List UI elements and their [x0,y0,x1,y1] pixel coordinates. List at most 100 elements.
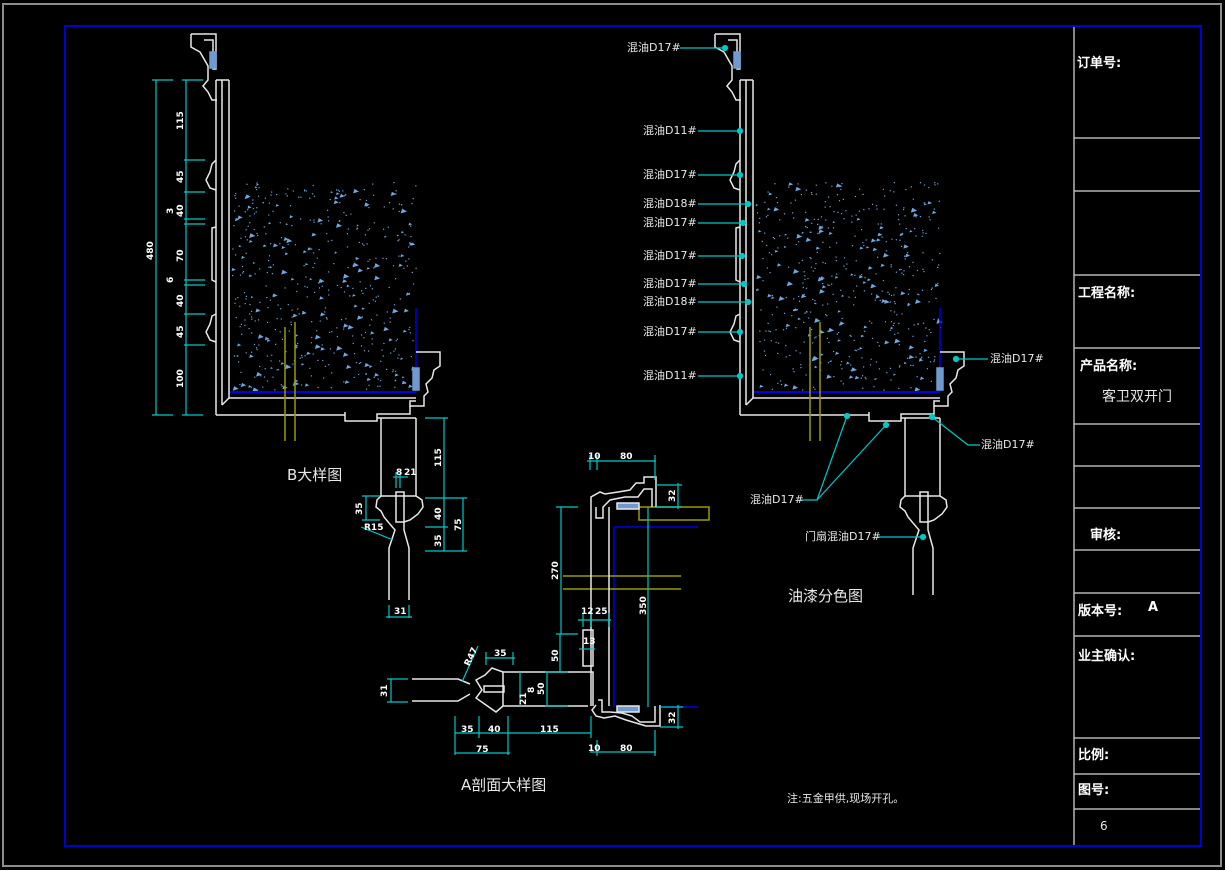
review-label: 审核: [1090,528,1122,543]
texture-mark [365,287,367,289]
texture-mark [240,237,242,239]
texture-mark [238,205,240,207]
dim-a-50-lower: 50 [537,682,547,695]
texture-mark [822,291,824,293]
texture-mark [356,224,360,227]
texture-mark [255,308,261,313]
texture-mark [287,304,289,306]
paint-label: 混油D17# [643,325,697,338]
texture-mark [922,268,924,270]
texture-mark [895,287,897,289]
texture-mark [805,310,809,313]
texture-mark [853,304,855,306]
texture-mark [793,269,800,274]
texture-mark [870,283,877,289]
texture-mark [292,190,294,192]
texture-mark [875,361,878,363]
texture-mark [877,232,883,237]
texture-mark [820,362,822,364]
texture-mark [930,288,933,291]
texture-mark [912,261,914,263]
texture-mark [805,374,807,376]
texture-mark [256,371,263,377]
texture-mark [312,184,314,187]
texture-mark [317,218,324,223]
texture-mark [275,204,280,207]
texture-mark [249,313,251,315]
texture-mark [256,207,258,209]
texture-mark [361,307,365,310]
texture-mark [763,339,766,341]
texture-mark [361,316,363,318]
texture-mark [280,362,285,365]
texture-mark [327,216,329,218]
texture-mark [311,321,313,323]
dim-segment: 6 [166,276,176,283]
texture-mark [231,267,236,272]
texture-mark [276,369,278,371]
texture-mark [254,186,258,189]
texture-mark [395,193,397,195]
texture-mark [795,243,797,246]
texture-mark [815,263,817,265]
texture-mark [938,200,940,202]
texture-mark [761,240,763,242]
texture-mark [260,375,262,377]
a-section-dimension-lines [387,455,683,756]
texture-mark [806,226,808,229]
texture-mark [343,211,345,214]
texture-mark [786,281,794,287]
texture-mark [313,219,315,221]
dim-segment: 100 [176,369,186,388]
texture-mark [890,321,893,323]
texture-mark [912,274,914,277]
texture-mark [366,377,371,382]
texture-mark [285,193,287,195]
texture-mark [885,241,887,243]
texture-mark [815,193,817,195]
texture-mark [277,304,279,306]
paint-label: 混油D17# [643,277,697,290]
texture-mark [398,255,400,257]
texture-mark [814,388,816,390]
texture-mark [409,326,411,329]
texture-mark [769,272,771,274]
texture-mark [373,376,375,379]
texture-mark [774,249,779,253]
texture-mark [900,268,902,271]
texture-mark [897,214,900,216]
texture-mark [270,243,272,245]
texture-mark [377,295,379,297]
texture-mark [398,354,400,356]
dim-a-270: 270 [551,561,561,580]
texture-mark [923,348,928,352]
texture-mark [875,205,877,207]
texture-mark [898,344,900,346]
texture-mark [232,248,234,250]
texture-mark [319,320,321,322]
texture-mark [374,300,377,302]
texture-mark [867,278,871,282]
paint-label-top-right: 混油D17# [990,352,1044,365]
texture-mark [826,315,828,317]
texture-mark [268,255,271,257]
texture-mark [244,236,247,238]
texture-mark [412,340,414,342]
texture-mark [805,211,807,213]
texture-mark [403,329,407,333]
texture-mark [819,289,826,294]
texture-mark [275,343,277,345]
texture-mark [801,231,805,234]
texture-mark [280,384,282,386]
texture-mark [304,285,306,288]
dim-leaf-35: 35 [434,534,444,547]
texture-mark [876,256,879,258]
texture-mark [893,182,895,184]
texture-mark [253,228,255,231]
texture-mark [345,318,347,320]
texture-mark [249,215,251,217]
texture-mark [803,341,805,343]
texture-mark [771,314,773,316]
texture-mark [882,279,885,282]
